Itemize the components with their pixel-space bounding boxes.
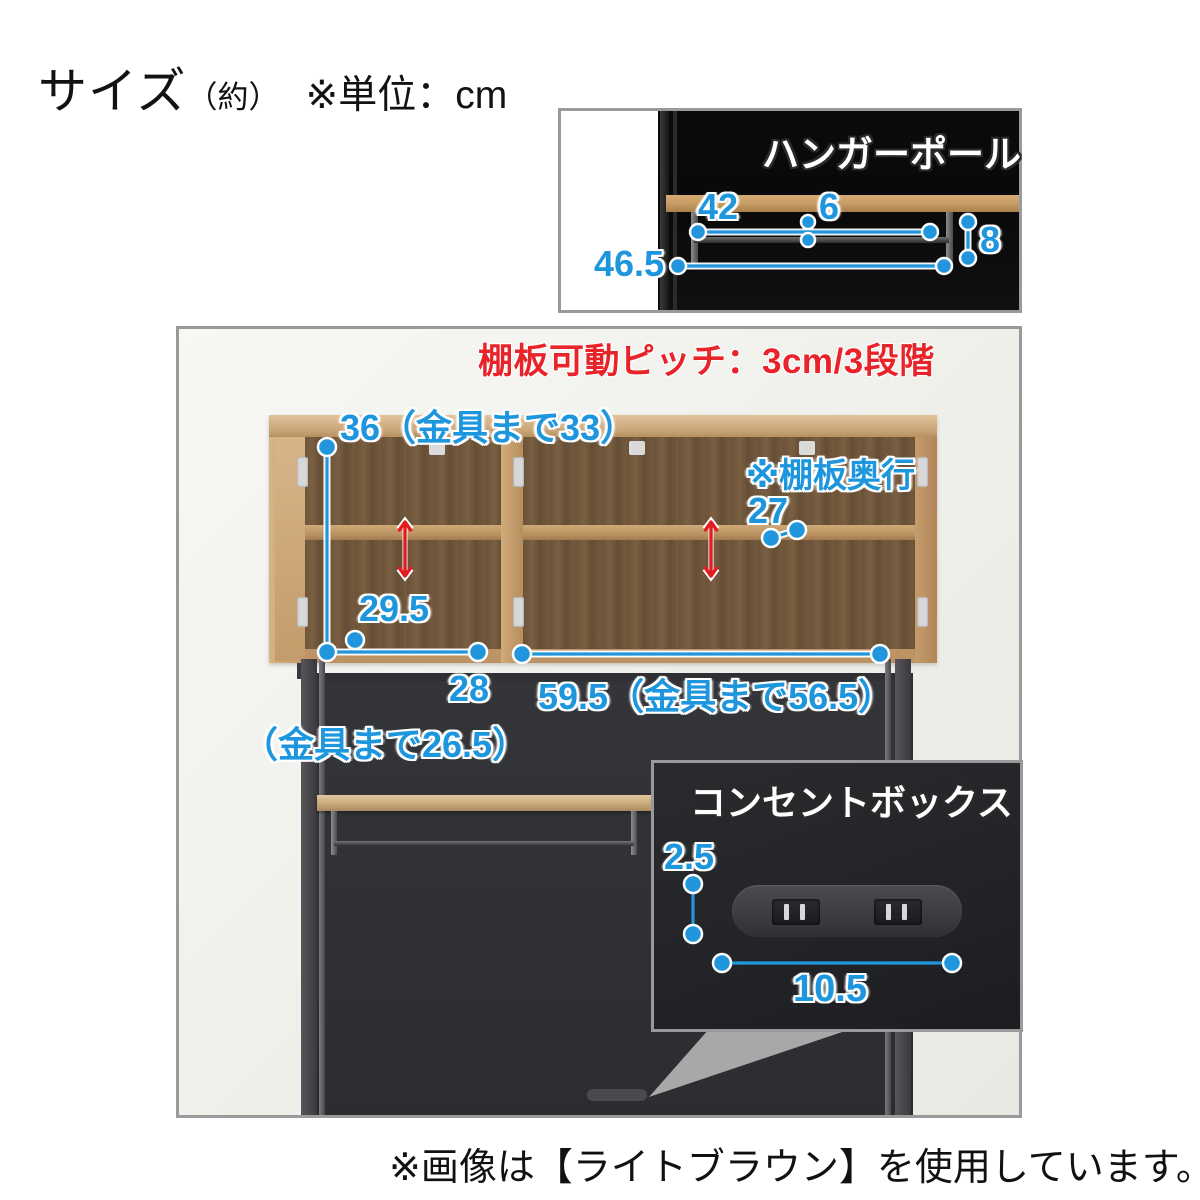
cabinet-inner-left bbox=[303, 437, 501, 649]
socket-slot-icon bbox=[800, 904, 805, 920]
lower-hanger-bracket-right bbox=[631, 811, 637, 855]
lower-hanger-pole bbox=[334, 841, 634, 846]
page-title: サイズ （約） ※単位：cm bbox=[38, 52, 507, 123]
lower-hanger-bracket-left bbox=[331, 811, 337, 855]
cabinet-top-board bbox=[269, 415, 937, 437]
hanger-wood-shelf bbox=[666, 195, 1019, 212]
dim-hanger-pole-gap: 6 bbox=[819, 186, 840, 227]
dim-cabinet-height: 36（金具まで33） bbox=[340, 407, 637, 448]
dim-outlet-height: 2.5 bbox=[664, 836, 715, 877]
hinge-icon bbox=[917, 457, 928, 487]
shelf-adjust-arrow-icon bbox=[396, 516, 414, 582]
hanger-pole-bar bbox=[694, 237, 949, 243]
dim-left-section-sub: （金具まで26.5） bbox=[242, 724, 529, 765]
outlet-box-inset-title: コンセントボックス bbox=[690, 782, 1013, 823]
dim-right-section-width: 59.5（金具まで56.5） bbox=[538, 676, 895, 717]
outlet-box-inset-panel bbox=[651, 760, 1023, 1032]
hinge-icon bbox=[917, 597, 928, 627]
dim-hanger-opening-width: 46.5 bbox=[594, 243, 665, 284]
hinge-icon bbox=[297, 597, 308, 627]
hanger-frame-post-left bbox=[660, 111, 669, 310]
shelf-board-left bbox=[303, 525, 501, 540]
page-title-main: サイズ bbox=[38, 65, 187, 119]
callout-pointer-triangle bbox=[649, 1023, 869, 1097]
page-title-unit: ※単位：cm bbox=[305, 74, 508, 117]
hinge-icon bbox=[513, 597, 524, 627]
outlet-strip-body bbox=[732, 885, 962, 937]
lower-unit-post-left bbox=[301, 659, 317, 1115]
dim-shelf-depth-value: 27 bbox=[748, 490, 789, 531]
socket-slot-icon bbox=[886, 904, 891, 920]
page-title-approx: （約） bbox=[186, 80, 280, 115]
hanger-photo-white-area bbox=[561, 111, 658, 310]
socket-slot-icon bbox=[902, 904, 907, 920]
outlet-on-product bbox=[587, 1089, 647, 1101]
dim-hanger-pole-drop: 8 bbox=[980, 219, 1001, 260]
shelf-pitch-note: 棚板可動ピッチ：3cm/3段階 bbox=[478, 342, 935, 381]
dim-hanger-pole-width: 42 bbox=[698, 186, 739, 227]
shelf-pin-icon bbox=[799, 441, 815, 455]
dim-inner-height: 29.5 bbox=[359, 588, 430, 629]
lower-unit-rail-left bbox=[319, 659, 325, 1115]
footer-caption: ※画像は【ライトブラウン】を使用しています。 bbox=[389, 1147, 1200, 1189]
dim-outlet-width: 10.5 bbox=[793, 968, 867, 1010]
outlet-socket-right bbox=[874, 899, 922, 925]
hinge-icon bbox=[513, 457, 524, 487]
cabinet-inner-right bbox=[523, 437, 915, 649]
hanger-pole-inset-panel bbox=[558, 108, 1022, 313]
hanger-bracket-right bbox=[946, 212, 953, 265]
dim-left-section-width: 28 bbox=[449, 668, 490, 709]
socket-slot-icon bbox=[784, 904, 789, 920]
shelf-pin-icon bbox=[629, 441, 645, 455]
shelf-adjust-arrow-icon bbox=[702, 516, 720, 582]
hinge-icon bbox=[297, 457, 308, 487]
shelf-board-right bbox=[523, 525, 915, 540]
shelf-pin-icon bbox=[429, 441, 445, 455]
outlet-socket-left bbox=[772, 899, 820, 925]
dim-shelf-depth-label: ※棚板奥行 bbox=[746, 457, 916, 495]
hanger-pole-inset-title: ハンガーポール bbox=[762, 134, 1021, 175]
